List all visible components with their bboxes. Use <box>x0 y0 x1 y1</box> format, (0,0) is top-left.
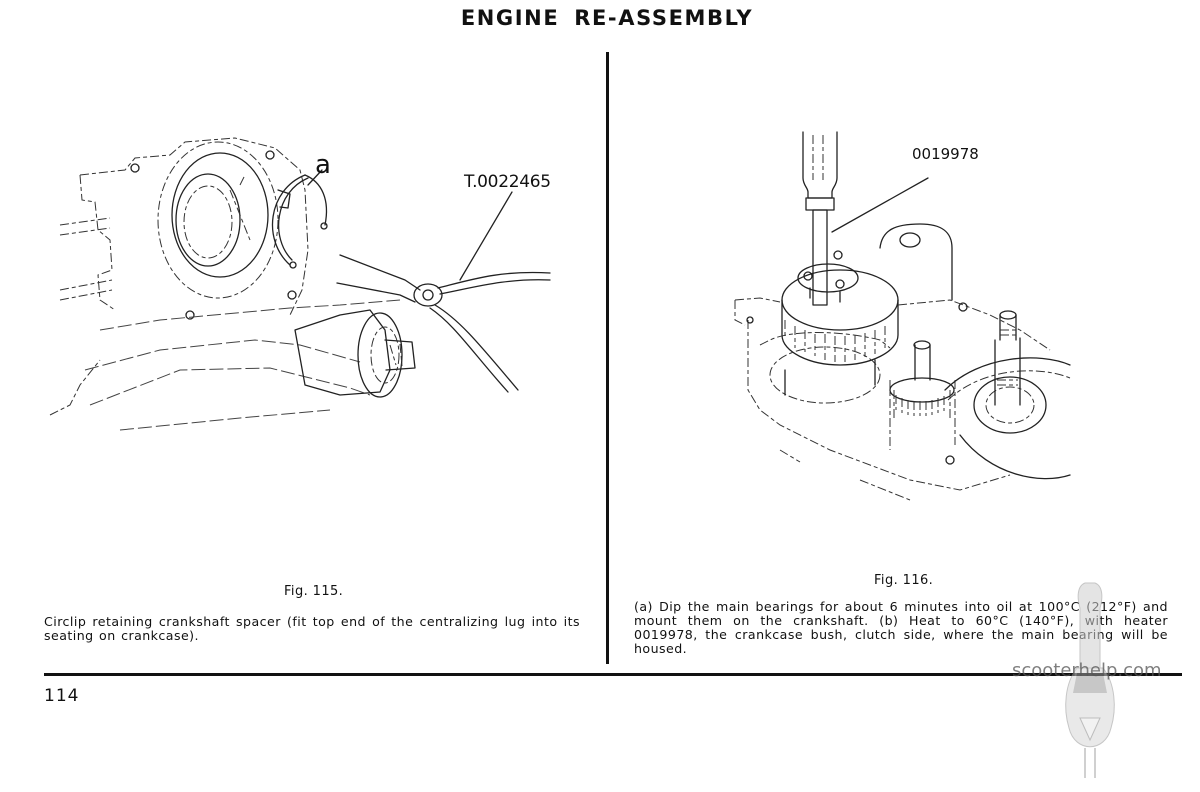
figure-116-illustration <box>720 90 1080 520</box>
figure-caption-115: Fig. 115. <box>284 584 344 599</box>
part-callout-a: a <box>315 150 331 180</box>
page-title: ENGINE RE-ASSEMBLY <box>460 6 754 30</box>
tool-callout-heater: 0019978 <box>912 145 979 163</box>
page-number: 114 <box>44 686 80 706</box>
figure-description-116: (a) Dip the main bearings for about 6 mi… <box>634 599 1168 656</box>
footer-rule <box>44 673 1182 676</box>
watermark-site-name: scooterhelp.com <box>1012 660 1162 681</box>
scooter-front-icon <box>1055 578 1125 788</box>
crankcase-heater-drawing <box>734 131 1071 501</box>
figure-115-illustration <box>40 130 570 460</box>
figure-caption-116: Fig. 116. <box>874 573 934 588</box>
tool-callout-pliers: T.0022465 <box>464 172 551 192</box>
figure-description-115: Circlip retaining crankshaft spacer (fit… <box>44 614 580 643</box>
column-divider <box>606 52 609 664</box>
crankcase-circlip-drawing <box>49 137 551 431</box>
